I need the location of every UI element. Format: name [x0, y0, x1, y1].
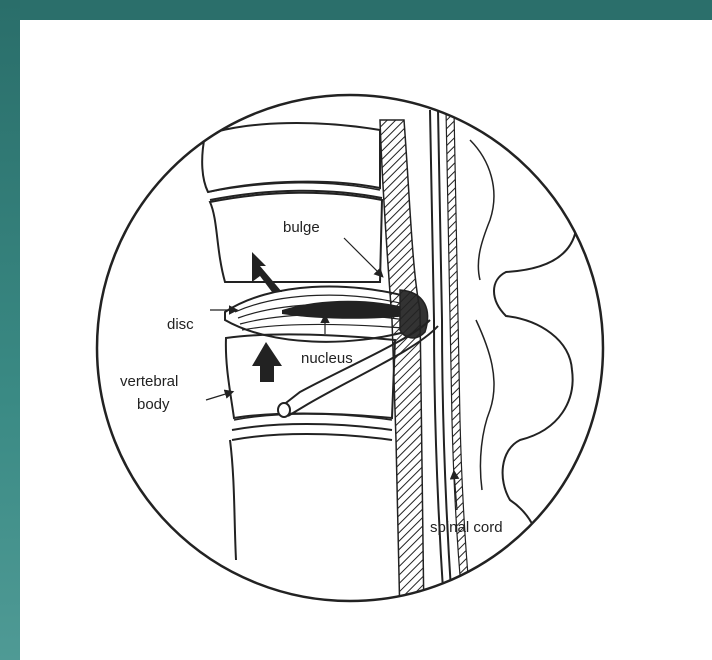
- label-vertebral: vertebral: [120, 373, 178, 390]
- label-bulge: bulge: [283, 219, 320, 236]
- compression-arrow-down: [252, 252, 282, 292]
- compression-arrow-up: [252, 342, 282, 382]
- posterior-ligament: [380, 120, 424, 620]
- dura-mater: [446, 110, 472, 620]
- upper-vertebra-top: [202, 123, 380, 192]
- spine-anatomy: [202, 110, 576, 620]
- magnifier-circle: [97, 95, 603, 601]
- label-nucleus: nucleus: [301, 350, 353, 367]
- label-body: body: [137, 396, 170, 413]
- slide-frame-top: [0, 0, 712, 20]
- lower-vertebral-body: [226, 334, 395, 418]
- bulge-leader: [344, 238, 382, 276]
- spine-diagram: bulge disc nucleus vertebral body spinal…: [20, 20, 712, 660]
- slide-canvas: bulge disc nucleus vertebral body spinal…: [20, 20, 712, 660]
- label-disc: disc: [167, 316, 194, 333]
- vertebral-body: [210, 193, 382, 282]
- vertebral-body-leader: [206, 392, 232, 400]
- label-spinal-cord: spinal cord: [430, 519, 503, 536]
- slide-frame-left: [0, 0, 20, 660]
